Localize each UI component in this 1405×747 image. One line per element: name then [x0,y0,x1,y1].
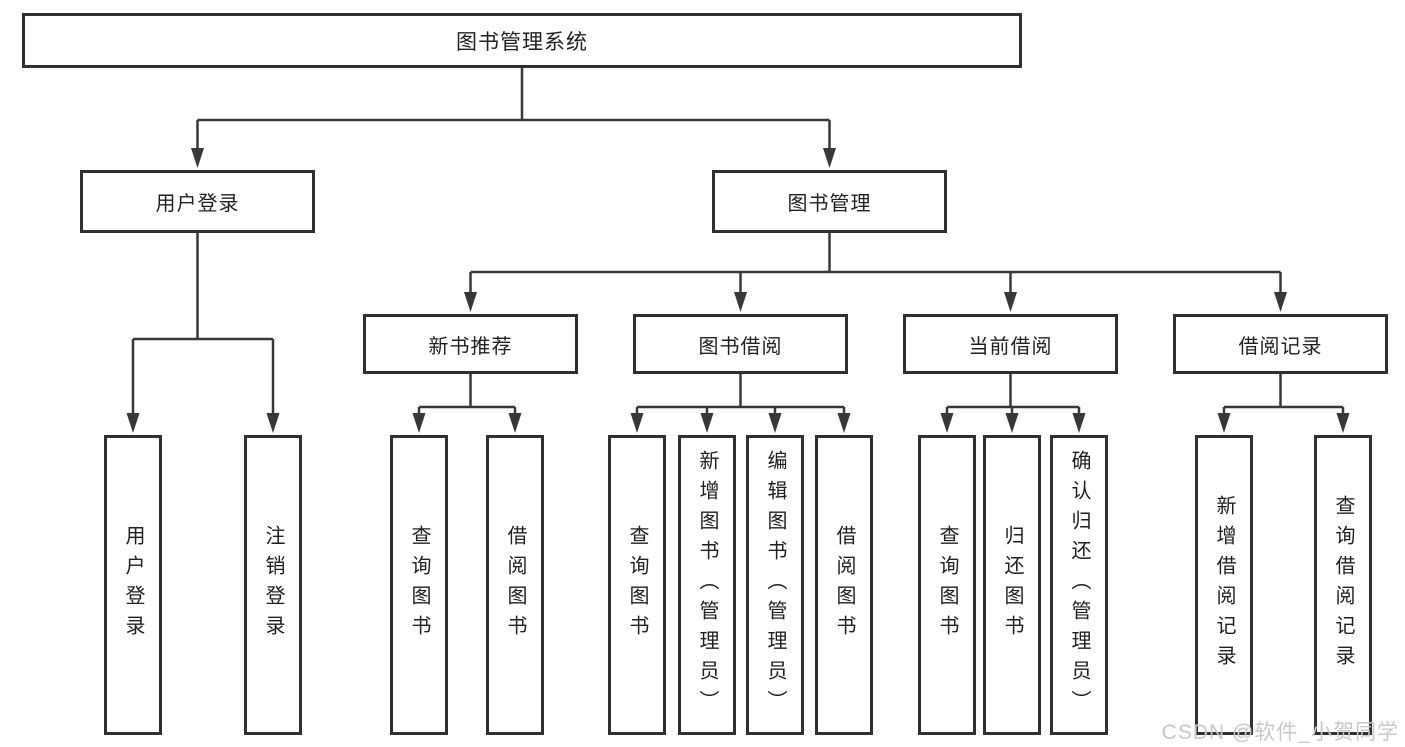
node-label: 新书推荐 [428,335,513,358]
arrowhead [1336,413,1350,433]
connector-book-mgmt-to-level3 [469,233,1282,294]
node-label: 图书管理 [787,193,872,215]
arrowhead [508,413,522,433]
node-book-borrow: 图书借阅 [633,314,848,374]
leaf-new-books-query: 查询图书 [390,435,448,735]
arrowhead [630,413,644,433]
arrowhead [700,413,714,433]
leaf-records-query: 查询借阅记录 [1314,435,1372,735]
leaf-book-borrow-query: 查询图书 [608,435,666,735]
node-borrow-records: 借阅记录 [1173,314,1388,374]
node-label: 当前借阅 [968,335,1053,358]
node-label: 编辑图书（管理员） [764,450,786,720]
connector-current-borrow-to-leaves [945,374,1081,415]
node-label: 用户登录 [155,193,240,215]
leaf-records-add: 新增借阅记录 [1195,435,1253,735]
leaf-book-borrow-borrow: 借阅图书 [815,435,873,735]
leaf-book-borrow-add: 新增图书（管理员） [678,435,736,735]
arrowhead [1217,413,1231,433]
node-root: 图书管理系统 [22,13,1022,68]
node-label: 借阅图书 [504,525,526,645]
node-label: 查询借阅记录 [1332,495,1354,675]
arrowhead [266,413,280,433]
arrowhead [768,413,782,433]
leaf-new-books-borrow: 借阅图书 [486,435,544,735]
leaf-book-borrow-edit: 编辑图书（管理员） [746,435,804,735]
node-label: 注销登录 [262,525,284,645]
connector-user-login-to-leaves [131,233,275,415]
leaf-current-return: 归还图书 [983,435,1041,735]
connector-new-books-to-leaves [417,374,517,415]
arrowhead [464,292,477,312]
node-user-login: 用户登录 [80,170,315,233]
leaf-current-query: 查询图书 [918,435,976,735]
leaf-user-login: 用户登录 [104,435,162,735]
arrowhead [823,148,836,168]
node-label: 新增借阅记录 [1213,495,1235,675]
node-label: 借阅图书 [833,525,855,645]
node-label: 新增图书（管理员） [696,450,718,720]
arrowhead [191,148,204,168]
node-label: 查询图书 [936,525,958,645]
leaf-current-confirm-return: 确认归还（管理员） [1050,435,1108,735]
arrowhead [1004,292,1017,312]
node-label: 查询图书 [626,525,648,645]
node-book-mgmt: 图书管理 [712,170,947,233]
node-label: 确认归还（管理员） [1068,450,1090,720]
node-label: 归还图书 [1001,525,1023,645]
node-label: 图书借阅 [698,335,783,358]
node-new-books: 新书推荐 [363,314,578,374]
arrowhead [1274,292,1287,312]
node-label: 图书管理系统 [456,30,588,54]
arrowhead [1005,413,1019,433]
arrowhead [837,413,851,433]
arrowhead [412,413,426,433]
leaf-logout: 注销登录 [244,435,302,735]
arrowhead [126,413,140,433]
connector-book-borrow-to-leaves [635,374,846,415]
watermark: CSDN @软件_小贺同学 [1161,721,1399,744]
arrowhead [734,292,747,312]
node-current-borrow: 当前借阅 [903,314,1118,374]
arrowhead [940,413,954,433]
connector-borrow-records-to-leaves [1222,374,1345,415]
node-label: 查询图书 [408,525,430,645]
node-label: 用户登录 [122,525,144,645]
node-label: 借阅记录 [1238,335,1323,358]
connector-root-to-level2 [196,68,831,150]
arrowhead [1072,413,1086,433]
